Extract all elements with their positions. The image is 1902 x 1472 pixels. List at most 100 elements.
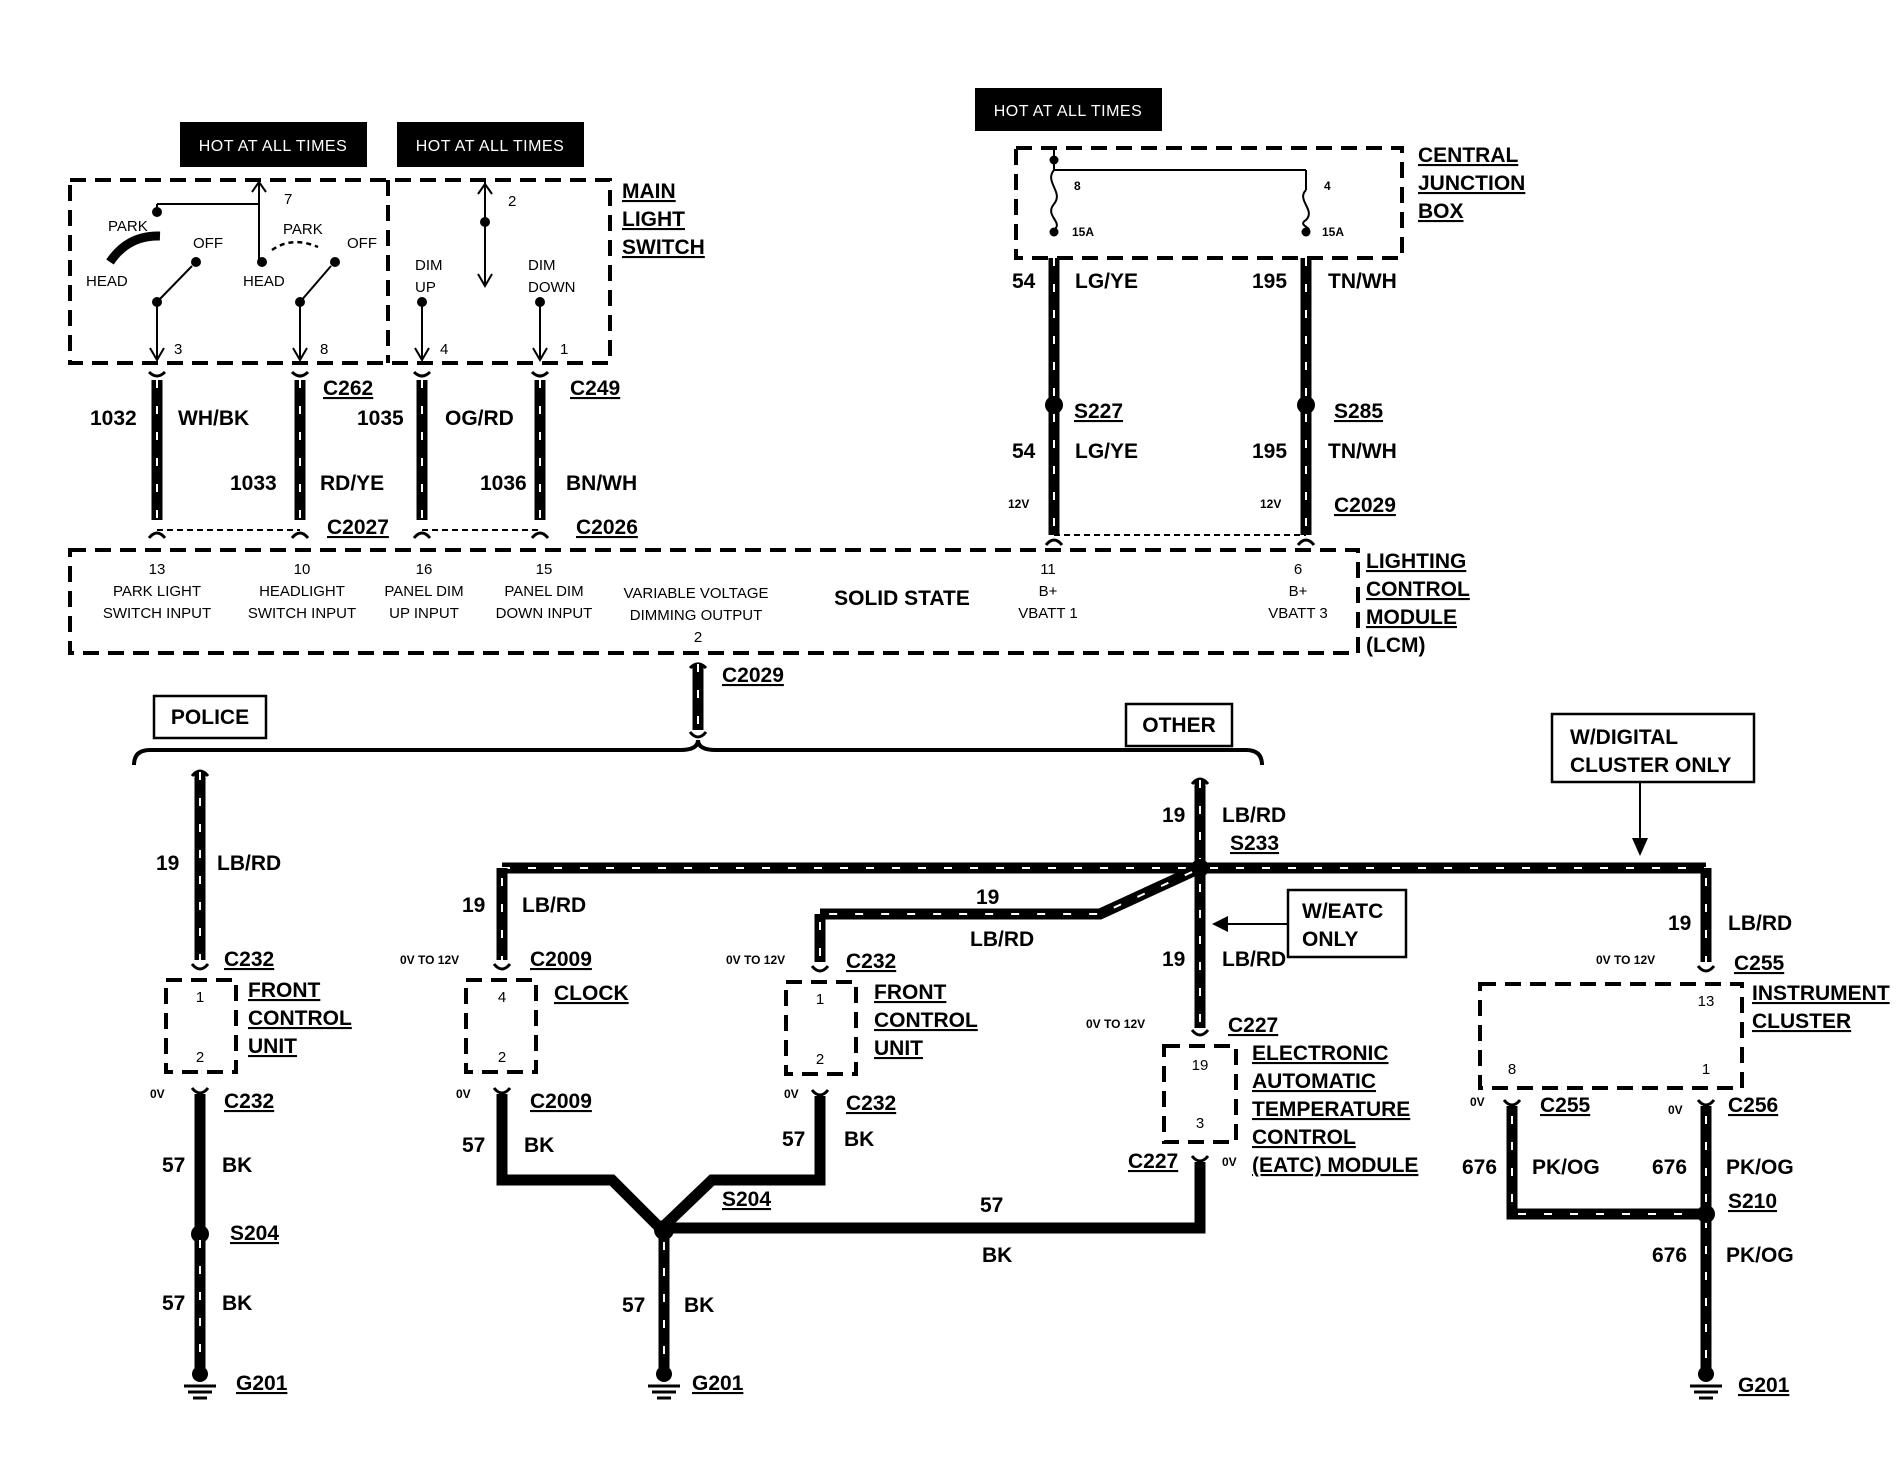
wire-color: TN/WH <box>1328 440 1397 463</box>
park-label: PARK <box>108 218 148 235</box>
lcm-pin-number: 10 <box>294 561 311 578</box>
wire-color: LB/RD <box>217 852 281 875</box>
lcm-pin-number: 16 <box>416 561 433 578</box>
lcm-pin-label: VBATT 1 <box>1018 605 1077 622</box>
wire-number: 19 <box>1162 804 1185 827</box>
wire-number: 676 <box>1652 1244 1687 1267</box>
connector-label: C2029 <box>722 664 784 687</box>
ground-label: G201 <box>692 1372 744 1395</box>
lcm-pin-label: SWITCH INPUT <box>248 605 356 622</box>
lcm-pin-label: B+ <box>1039 583 1058 600</box>
voltage-label: 0V TO 12V <box>1596 953 1655 967</box>
ground-label: G201 <box>1738 1374 1790 1397</box>
connector-label: C262 <box>323 377 373 400</box>
component-label: AUTOMATIC <box>1252 1070 1376 1093</box>
hot-label-text: HOT AT ALL TIMES <box>199 138 348 155</box>
upper-wires: 1032 WH/BK 1033 RD/YE 1035 OG/RD 1036 BN… <box>90 370 638 539</box>
component-label: TEMPERATURE <box>1252 1098 1410 1121</box>
voltage-label: 0V <box>1222 1155 1237 1169</box>
instrument-cluster-branch: 19 LB/RD 0V TO 12V C255 13 8 1 INSTRUMEN… <box>1462 868 1890 1400</box>
component-label: FRONT <box>248 979 320 1002</box>
wire-number: 195 <box>1252 440 1287 463</box>
wire-color: BK <box>524 1134 554 1157</box>
pin-number: 2 <box>498 1049 506 1066</box>
off-label: OFF <box>347 235 377 252</box>
pin-number: 1 <box>1702 1061 1710 1078</box>
wire-color: BN/WH <box>566 472 637 495</box>
component-label: UNIT <box>248 1035 297 1058</box>
hot-label-middle: HOT AT ALL TIMES <box>397 122 584 167</box>
lcm-pin-number: 2 <box>694 629 702 646</box>
voltage-label: 12V <box>1008 497 1029 511</box>
central-junction-box: CENTRAL JUNCTION BOX 8 15A 4 15A 54 LG/Y… <box>1008 144 1525 546</box>
lcm-pin-label: HEADLIGHT <box>259 583 345 600</box>
wire-number: 57 <box>162 1154 185 1177</box>
voltage-label: 0V TO 12V <box>726 953 785 967</box>
wire-number: 19 <box>976 886 999 909</box>
splice-label: S233 <box>1230 832 1279 855</box>
fuse-rating: 15A <box>1322 225 1344 239</box>
dim-down-label: DIM <box>528 257 556 274</box>
wire-number: 54 <box>1012 270 1036 293</box>
pin-label: 3 <box>174 341 182 358</box>
wire-number: 19 <box>1162 948 1185 971</box>
lcm-title: LIGHTING <box>1366 550 1466 573</box>
wire-color: LG/YE <box>1075 440 1138 463</box>
wire-color: PK/OG <box>1726 1244 1794 1267</box>
wire-color: PK/OG <box>1532 1156 1600 1179</box>
component-label: CONTROL <box>1252 1126 1356 1149</box>
wire-color: BK <box>982 1244 1012 1267</box>
lcm-title: CONTROL <box>1366 578 1470 601</box>
lcm-pin-number: 6 <box>1294 561 1302 578</box>
hot-label-left: HOT AT ALL TIMES <box>180 122 367 167</box>
police-branch: 19 LB/RD C232 1 2 FRONT CONTROL UNIT 0V … <box>150 769 352 1400</box>
voltage-label: 0V TO 12V <box>400 953 459 967</box>
lcm-title: MODULE <box>1366 606 1457 629</box>
connector-label: C232 <box>224 948 274 971</box>
lcm-pin-label: PANEL DIM <box>384 583 463 600</box>
lcm-pin-label: SWITCH INPUT <box>103 605 211 622</box>
voltage-label: 0V <box>456 1087 471 1101</box>
pin-label: 2 <box>508 193 516 210</box>
park-label: PARK <box>283 221 323 238</box>
police-text: POLICE <box>171 706 249 729</box>
pin-number: 2 <box>816 1051 824 1068</box>
pin-number: 1 <box>816 991 824 1008</box>
eatc-note-text: ONLY <box>1302 928 1358 951</box>
lcm-pin-label: VBATT 3 <box>1268 605 1327 622</box>
lcm-output: C2029 <box>132 662 1264 766</box>
wire-color: PK/OG <box>1726 1156 1794 1179</box>
wire-number: 1033 <box>230 472 277 495</box>
lcm-pin-number: 13 <box>149 561 166 578</box>
wire-number: 1035 <box>357 407 404 430</box>
pin-number: 1 <box>196 989 204 1006</box>
eatc-branch: 0V TO 12V C227 19 3 ELECTRONIC AUTOMATIC… <box>664 1014 1418 1267</box>
voltage-label: 0V <box>1668 1103 1683 1117</box>
voltage-label: 0V <box>784 1087 799 1101</box>
component-label: FRONT <box>874 981 946 1004</box>
voltage-label: 0V TO 12V <box>1086 1017 1145 1031</box>
voltage-label: 0V <box>150 1087 165 1101</box>
connector-label: C255 <box>1734 952 1785 975</box>
connector-label: C232 <box>846 1092 896 1115</box>
lcm-pin-label: B+ <box>1289 583 1308 600</box>
connector-label: C232 <box>224 1090 274 1113</box>
connector-label: C2026 <box>576 516 638 539</box>
lcm-pin-number: 11 <box>1040 561 1056 578</box>
lcm-pin-number: 15 <box>536 561 553 578</box>
dim-down-label: DOWN <box>528 279 576 296</box>
head-label: HEAD <box>86 273 128 290</box>
wire-color: BK <box>844 1128 874 1151</box>
lcm-pin-label: DIMMING OUTPUT <box>630 607 763 624</box>
wire-number: 19 <box>1668 912 1691 935</box>
front-control-unit-branch: 0V TO 12V C232 1 2 FRONT CONTROL UNIT 0V… <box>660 914 978 1230</box>
wire-number: 676 <box>1652 1156 1687 1179</box>
connector-label: C255 <box>1540 1094 1591 1117</box>
wire-number: 57 <box>980 1194 1003 1217</box>
component-label: ELECTRONIC <box>1252 1042 1389 1065</box>
ground-symbol <box>1690 1366 1722 1400</box>
wire-number: 54 <box>1012 440 1036 463</box>
splice-label: S204 <box>722 1188 771 1211</box>
voltage-label: 12V <box>1260 497 1281 511</box>
digital-cluster-note: W/DIGITAL CLUSTER ONLY <box>1550 712 1756 856</box>
